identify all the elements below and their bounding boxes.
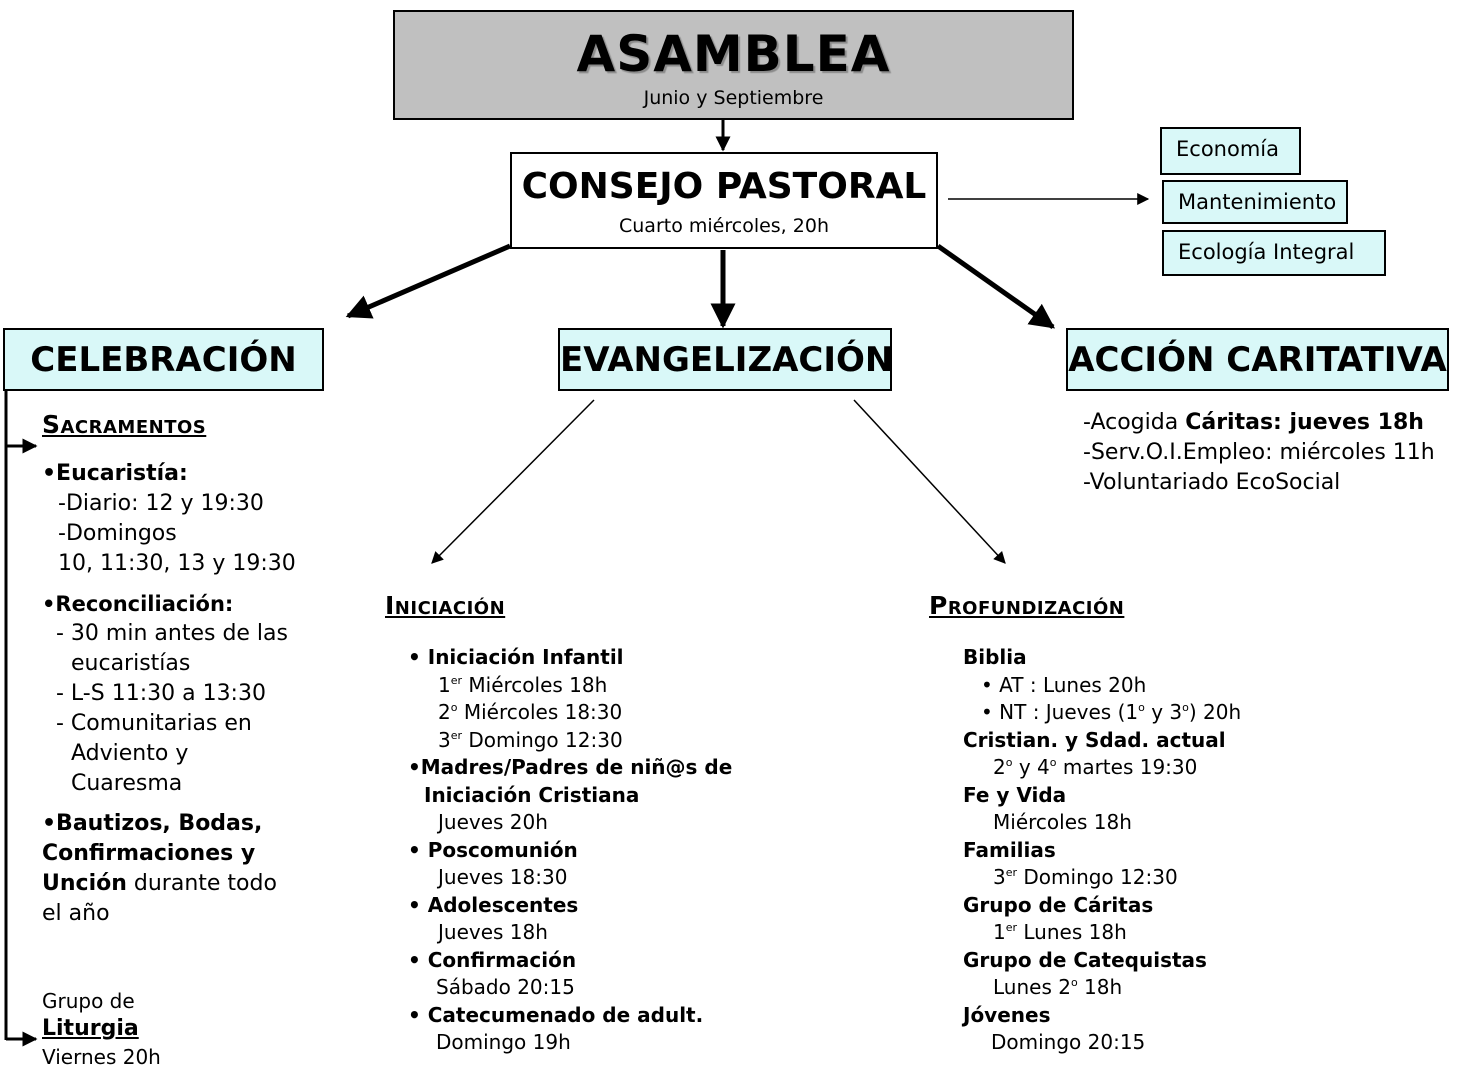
consejo-pastoral-box: CONSEJO PASTORAL Cuarto miércoles, 20h xyxy=(510,152,938,249)
profundizacion-list: Biblia • AT : Lunes 20h • NT : Jueves (1… xyxy=(963,644,1241,1057)
accion-line-1-prefix: -Acogida xyxy=(1083,410,1186,435)
cristian-sdad: Cristian. y Sdad. actual xyxy=(963,727,1226,752)
iniciacion-infantil-time-1: 1er Miércoles 18h xyxy=(438,672,608,697)
reconciliacion-item-3a: - Comunitarias en xyxy=(56,711,252,736)
grupo-caritas-time: 1er Lunes 18h xyxy=(993,920,1127,944)
iniciacion-infantil-time-3: 3er Domingo 12:30 xyxy=(438,727,623,752)
accion-line-3: -Voluntariado EcoSocial xyxy=(1083,470,1341,495)
sacramentos-heading: Sacramentos xyxy=(42,410,207,439)
madres-padres: •Madres/Padres de niñ@s de xyxy=(408,755,733,779)
confirmacion: • Confirmación xyxy=(408,947,577,972)
arrow-consejo-celebracion xyxy=(345,243,511,319)
reconciliacion-item-3b: Adviento y xyxy=(71,741,189,766)
grupo-caritas: Grupo de Cáritas xyxy=(963,892,1154,917)
poscomunion: • Poscomunión xyxy=(408,837,578,862)
otros-sacramentos-4: el año xyxy=(42,901,110,926)
biblia: Biblia xyxy=(963,645,1027,669)
eucaristia-label: •Eucaristía: xyxy=(42,461,188,486)
familias: Familias xyxy=(963,837,1056,862)
confirmacion-time: Sábado 20:15 xyxy=(436,975,575,999)
accion-caritativa-box: ACCIÓN CARITATIVA xyxy=(1066,328,1449,391)
profundizacion-heading: Profundización xyxy=(929,591,1125,620)
accion-line-1-bold: Cáritas: jueves 18h xyxy=(1185,410,1424,435)
fe-y-vida: Fe y Vida xyxy=(963,782,1067,807)
asamblea-box: ASAMBLEA Junio y Septiembre xyxy=(393,10,1074,120)
evangelizacion-box: EVANGELIZACIÓN xyxy=(558,328,893,391)
reconciliacion-item-2: - L-S 11:30 a 13:30 xyxy=(56,681,266,706)
consejo-subtitle: Cuarto miércoles, 20h xyxy=(619,215,829,237)
grupo-catequistas: Grupo de Catequistas xyxy=(963,947,1207,972)
iniciacion-infantil-time-2: 2o Miércoles 18:30 xyxy=(438,700,623,724)
liturgia-time: Viernes 20h xyxy=(42,1045,161,1069)
accion-line-2: -Serv.O.I.Empleo: miércoles 11h xyxy=(1083,440,1435,465)
catecumenado: • Catecumenado de adult. xyxy=(408,1002,704,1027)
fe-y-vida-time: Miércoles 18h xyxy=(993,810,1132,834)
reconciliacion-label: •Reconciliación: xyxy=(42,592,234,616)
reconciliacion-item-1b: eucaristías xyxy=(71,651,191,676)
jovenes-time: Domingo 20:15 xyxy=(991,1030,1146,1054)
familias-time: 3er Domingo 12:30 xyxy=(993,865,1178,889)
liturgia-name: Liturgia xyxy=(42,1016,139,1041)
catecumenado-time: Domingo 19h xyxy=(436,1030,571,1054)
eucaristia-horas: 10, 11:30, 13 y 19:30 xyxy=(58,551,296,576)
otros-sacramentos-3-bold: Unción xyxy=(42,871,127,896)
otros-sacramentos-2: Confirmaciones y xyxy=(42,841,256,866)
otros-sacramentos-3-rest: durante todo xyxy=(126,871,277,896)
celebracion-box: CELEBRACIÓN xyxy=(3,328,324,391)
asamblea-subtitle: Junio y Septiembre xyxy=(643,87,824,109)
arrow-evangelizacion-profundizacion xyxy=(853,399,1006,564)
biblia-nt: • NT : Jueves (1o y 3o) 20h xyxy=(981,700,1242,724)
sacramentos-list: •Eucaristía: -Diario: 12 y 19:30 -Doming… xyxy=(42,459,296,929)
iniciacion-cristiana: Iniciación Cristiana xyxy=(424,782,640,807)
iniciacion-infantil: • Iniciación Infantil xyxy=(408,645,624,669)
consejo-title: CONSEJO PASTORAL xyxy=(521,166,927,207)
biblia-at: • AT : Lunes 20h xyxy=(981,672,1147,697)
adolescentes-time: Jueves 18h xyxy=(438,920,548,944)
iniciacion-heading: Iniciación xyxy=(385,591,506,620)
poscomunion-time: Jueves 18:30 xyxy=(438,865,568,889)
madres-padres-time: Jueves 20h xyxy=(438,810,548,834)
adolescentes: • Adolescentes xyxy=(408,892,579,917)
liturgia-prefix: Grupo de xyxy=(42,989,135,1013)
economia-box: Economía xyxy=(1160,127,1301,175)
iniciacion-list: • Iniciación Infantil 1er Miércoles 18h … xyxy=(408,644,732,1057)
mantenimiento-box: Mantenimiento xyxy=(1162,180,1348,224)
grupo-catequistas-time: Lunes 2o 18h xyxy=(993,975,1123,999)
reconciliacion-item-1a: - 30 min antes de las xyxy=(56,621,288,646)
otros-sacramentos-1: •Bautizos, Bodas, xyxy=(42,811,263,836)
asamblea-title: ASAMBLEA xyxy=(576,25,891,83)
reconciliacion-item-3c: Cuaresma xyxy=(71,771,183,796)
cristian-sdad-time: 2o y 4o martes 19:30 xyxy=(993,755,1198,779)
eucaristia-diario: -Diario: 12 y 19:30 xyxy=(58,491,264,516)
liturgia-block: Grupo de Liturgia Viernes 20h xyxy=(42,987,161,1071)
accion-list: -Acogida Cáritas: jueves 18h -Serv.O.I.E… xyxy=(1083,408,1435,498)
eucaristia-domingos: -Domingos xyxy=(58,521,177,546)
jovenes: Jóvenes xyxy=(963,1002,1051,1027)
ecologia-integral-box: Ecología Integral xyxy=(1162,230,1386,276)
arrow-consejo-accion xyxy=(936,243,1056,330)
arrow-evangelizacion-iniciacion xyxy=(431,399,595,564)
